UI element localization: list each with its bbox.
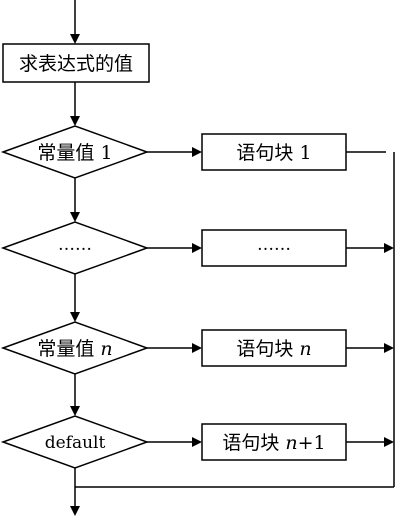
case-1-condition-label: 常量值 1	[37, 142, 112, 164]
case-n-branch-arrowhead	[192, 343, 202, 353]
case-n-condition-label: 常量值 n	[37, 338, 112, 360]
entry-arrowhead	[70, 34, 80, 44]
case-ellipsis-block-box	[201, 229, 347, 267]
default-block-box	[201, 423, 347, 461]
case-ellipsis-block-label: ……	[257, 235, 291, 255]
evaluate-expression-box	[2, 43, 150, 83]
arrowhead-to-default	[70, 406, 80, 416]
exit-arrowhead	[70, 506, 80, 516]
case-1-branch-arrowhead	[192, 147, 202, 157]
default-condition-label: default	[45, 433, 106, 453]
case-ellipsis-exit-arrowhead	[384, 243, 394, 253]
default-block-label: 语句块 n+1	[222, 432, 325, 454]
default-branch-arrowhead	[192, 437, 202, 447]
case-ellipsis-branch-arrowhead	[192, 243, 202, 253]
case-n-block-label: 语句块 n	[236, 338, 311, 360]
case-ellipsis-condition-label: ……	[58, 235, 92, 255]
default-exit-arrowhead	[384, 437, 394, 447]
case-1-block-label: 语句块 1	[236, 142, 311, 164]
arrowhead-to-case2	[70, 212, 80, 222]
evaluate-expression-label: 求表达式的值	[19, 53, 133, 75]
case-n-exit-arrowhead	[384, 343, 394, 353]
arrowhead-to-case1	[70, 116, 80, 126]
arrowhead-to-case3	[70, 312, 80, 322]
